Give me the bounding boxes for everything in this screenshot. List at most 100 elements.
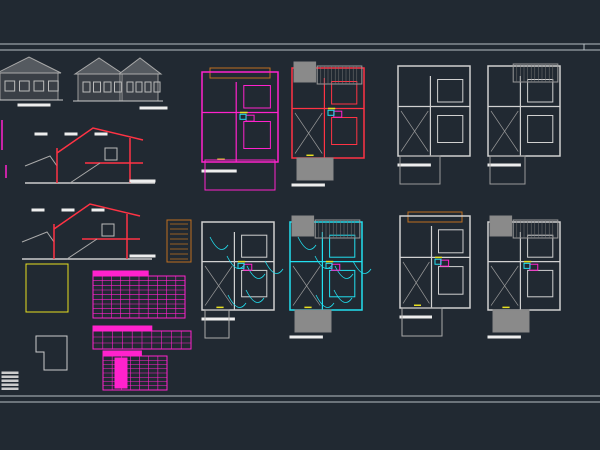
label-tag [91, 208, 105, 212]
label-tag [34, 132, 48, 136]
section-roof [24, 155, 58, 167]
schedule-tables [92, 270, 192, 391]
fixture [327, 109, 335, 116]
title-bar [129, 179, 156, 183]
room [241, 269, 268, 298]
fixture [245, 114, 255, 122]
label-tag [94, 132, 108, 136]
wiring [264, 260, 284, 274]
fixture [440, 259, 450, 267]
stair-block [489, 155, 526, 185]
void-x [294, 112, 323, 154]
elevations [0, 56, 168, 110]
window [19, 80, 30, 92]
title-bar [129, 254, 156, 258]
wiring [352, 260, 372, 274]
fixture [529, 263, 539, 271]
dimension-line [209, 67, 271, 79]
table-fill [114, 357, 128, 389]
dimension-line [407, 211, 463, 223]
room [331, 117, 358, 145]
site-plans [1, 263, 69, 390]
room [527, 79, 554, 103]
stair-block [399, 155, 441, 185]
stair [69, 162, 101, 184]
note-line [1, 375, 19, 378]
room [438, 229, 464, 254]
section-roof [56, 127, 144, 154]
elevation-roof [0, 56, 62, 74]
room [438, 266, 464, 295]
porch [204, 309, 230, 339]
room [527, 234, 554, 258]
hatched-deck [512, 219, 559, 239]
room [243, 121, 271, 149]
terrace [291, 215, 315, 237]
note-line [1, 371, 19, 374]
void-x [292, 265, 321, 306]
legend-box [166, 219, 192, 263]
window [82, 81, 91, 93]
fixture [237, 262, 245, 269]
elevation-body [121, 72, 159, 102]
fixture [325, 262, 333, 269]
terrace [294, 309, 332, 333]
room [243, 85, 271, 109]
window [33, 80, 45, 92]
window [4, 80, 16, 92]
label-tag [61, 208, 75, 212]
window [153, 81, 161, 93]
wiring [297, 236, 317, 250]
terrace [489, 215, 513, 237]
terrace [293, 61, 317, 83]
floor-plans [166, 61, 561, 339]
sections [1, 120, 156, 260]
plan-title [487, 163, 521, 167]
note-line [1, 387, 19, 390]
wiring [315, 294, 335, 308]
terrace [492, 309, 530, 333]
window [103, 81, 112, 93]
wiring [333, 289, 353, 303]
hatched-deck [316, 65, 363, 85]
void-x [204, 265, 233, 306]
elevation-body [77, 72, 121, 102]
site-plot [25, 263, 69, 313]
table-title [102, 350, 142, 356]
plan-title [289, 335, 323, 339]
room [331, 81, 358, 105]
plan-title [487, 335, 521, 339]
elevation-roof [117, 57, 163, 75]
window [93, 81, 101, 93]
hatched-deck [314, 219, 361, 239]
table-title [92, 270, 149, 276]
window [144, 81, 152, 93]
void-x [490, 110, 519, 152]
wiring [245, 289, 265, 303]
wiring [227, 294, 247, 308]
title-bar [17, 103, 51, 107]
plan-title [397, 163, 431, 167]
room [527, 269, 554, 298]
plan-title [291, 183, 325, 187]
table-title [92, 325, 153, 331]
void-x [400, 110, 429, 152]
elevation-roof [73, 57, 125, 75]
room [437, 79, 464, 103]
label-tag [31, 208, 45, 212]
sheet-frame [0, 43, 600, 403]
plan-outline [201, 221, 275, 311]
window [101, 223, 115, 237]
section-roof [53, 203, 141, 230]
fixture [333, 110, 343, 118]
plan-title [201, 169, 237, 173]
terrace [296, 157, 334, 181]
section-roof [21, 231, 55, 243]
fixture [523, 262, 531, 269]
title-bar [139, 106, 168, 110]
room [437, 115, 464, 143]
porch [401, 307, 443, 337]
wiring [246, 265, 266, 279]
note-line [1, 383, 19, 386]
